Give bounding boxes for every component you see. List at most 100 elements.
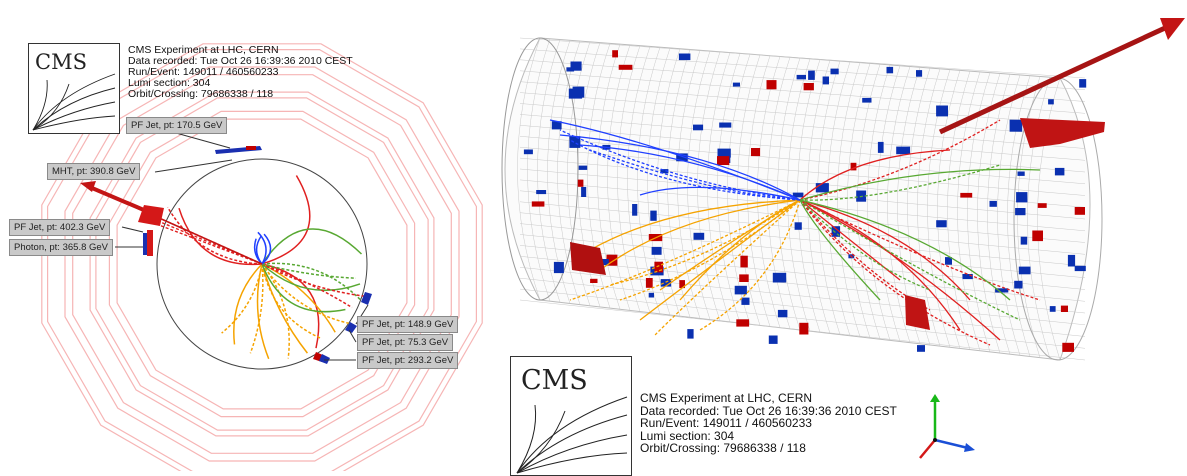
calo-cell (822, 76, 829, 85)
calo-cell (1016, 192, 1028, 203)
grid-line (887, 66, 911, 343)
track (599, 199, 801, 271)
grid-line (967, 72, 991, 352)
calo-cell (1074, 265, 1086, 272)
track (799, 199, 881, 301)
calo-cell (799, 322, 809, 335)
track (799, 199, 931, 291)
calo-cell (796, 74, 806, 80)
calo-cell (736, 319, 750, 327)
calo-cell (1048, 99, 1054, 105)
grid-line (1037, 77, 1061, 361)
track (178, 207, 263, 266)
calo-cell (606, 254, 618, 266)
grid-line (847, 63, 871, 339)
grid-line (957, 71, 981, 351)
calo-cell (916, 70, 923, 77)
calo-cell (768, 335, 778, 344)
info-line: CMS Experiment at LHC, CERN (128, 44, 279, 56)
calo-cell (739, 274, 749, 282)
track (799, 199, 991, 346)
track (155, 219, 263, 265)
grid-line (519, 37, 1086, 79)
grid-line (519, 92, 1086, 138)
calo-cell (830, 68, 839, 75)
calo-cell (654, 261, 663, 273)
track (799, 199, 971, 301)
track (261, 175, 311, 265)
track (261, 263, 290, 359)
calo-cell (794, 222, 802, 230)
grid-line (519, 114, 1086, 161)
track (609, 199, 801, 286)
calo-cell (1079, 79, 1087, 88)
muon-ring (41, 43, 483, 471)
track (659, 199, 801, 291)
grid-line (817, 61, 841, 335)
grid-line (607, 44, 631, 311)
calo-cell (660, 279, 672, 287)
track (699, 199, 801, 331)
jet-label: PF Jet, pt: 293.2 GeV (357, 352, 459, 369)
calo-cell (632, 204, 638, 216)
grid-line (597, 44, 621, 310)
jet-label: PF Jet, pt: 75.3 GeV (357, 334, 454, 351)
track (261, 262, 362, 301)
calo-cell (1015, 208, 1026, 216)
grid-line (997, 74, 1021, 356)
grid-line (519, 267, 1086, 326)
calo-cell (651, 246, 662, 255)
grid-line (827, 61, 851, 336)
calo-cell (741, 297, 750, 305)
calo-cell (732, 82, 740, 87)
right-big-deposits (570, 118, 1105, 330)
calo-cell (777, 309, 788, 318)
grid-line (519, 136, 1086, 185)
grid-line (519, 157, 1086, 208)
info-line: CMS Experiment at LHC, CERN (640, 391, 813, 405)
calo-cell (792, 192, 804, 198)
grid-line (647, 47, 671, 316)
track (569, 199, 801, 301)
track (167, 206, 263, 265)
calo-cell (523, 149, 533, 155)
track (799, 199, 1021, 321)
grid-line (837, 62, 861, 337)
grid-line (777, 57, 801, 331)
left-calo-deposits (143, 146, 372, 364)
track (799, 164, 1001, 201)
calo-cell (1067, 254, 1076, 267)
calo-cell (1014, 280, 1023, 289)
calo-cell (862, 97, 872, 103)
info-line: Data recorded: Tue Oct 26 16:39:36 2010 … (640, 403, 897, 418)
grid-line (519, 81, 1086, 126)
calo-cell (945, 257, 952, 265)
track (253, 238, 263, 265)
jet-label: PF Jet, pt: 402.3 GeV (9, 219, 111, 236)
calo-cell (808, 70, 815, 80)
track (799, 149, 951, 201)
track (249, 263, 264, 354)
info-line: Orbit/Crossing: 79686338 / 118 (640, 441, 806, 455)
calo-cell (693, 232, 705, 240)
grid-line (947, 71, 971, 350)
calo-cell (831, 226, 841, 237)
grid-line (917, 68, 941, 347)
grid-line (687, 51, 711, 320)
calo-cell (570, 61, 582, 71)
muon-ring (64, 66, 460, 462)
track (221, 263, 263, 334)
info-line: Lumi section: 304 (640, 428, 735, 443)
calo-cell (1062, 342, 1074, 352)
experiment-info-left: CMS Experiment at LHC, CERN Data recorde… (128, 45, 353, 100)
experiment-info-right: CMS Experiment at LHC, CERN Data recorde… (640, 392, 897, 455)
calo-cell (553, 261, 564, 274)
track (261, 233, 272, 265)
calo-cell (1037, 203, 1047, 208)
calo-cell (740, 255, 748, 268)
calo-cell (734, 285, 747, 295)
calo-cell (531, 201, 545, 207)
logo-text: CMS (521, 365, 588, 396)
calo-cell (877, 141, 884, 153)
photon-label: Photon, pt: 365.8 GeV (9, 239, 114, 256)
